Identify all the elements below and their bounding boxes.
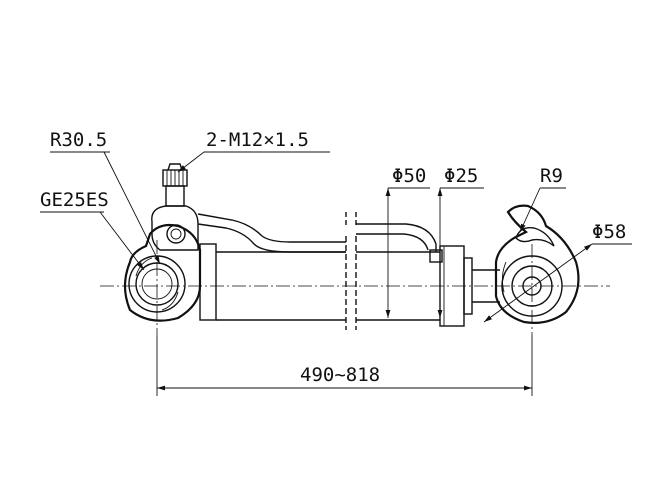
length-label: 490~818 [300,364,380,386]
r9-label: R9 [540,165,563,187]
leader-r30-5: R30.5 [50,129,161,265]
pin-boss [151,205,199,251]
d25-label: Φ25 [444,165,478,187]
left-eye-mount [123,223,202,335]
r30-5-label: R30.5 [50,129,107,151]
oil-pipe [197,213,437,253]
leader-thread: 2-M12×1.5 [177,129,330,173]
grease-fitting [162,163,188,207]
d58-label: Φ58 [592,221,626,243]
dim-d25: Φ25 [437,165,484,318]
dim-d50: Φ50 [385,165,430,318]
dim-length: 490~818 [156,335,533,396]
break-lines [345,212,357,330]
ge25es-label: GE25ES [40,189,109,211]
leader-r9: R9 [519,165,566,233]
right-hook-eye [494,204,580,335]
cylinder-body [199,243,473,327]
thread-label: 2-M12×1.5 [206,129,309,151]
leader-d58: Φ58 [483,221,632,323]
leader-ge25es: GE25ES [40,189,145,271]
d50-label: Φ50 [392,165,426,187]
